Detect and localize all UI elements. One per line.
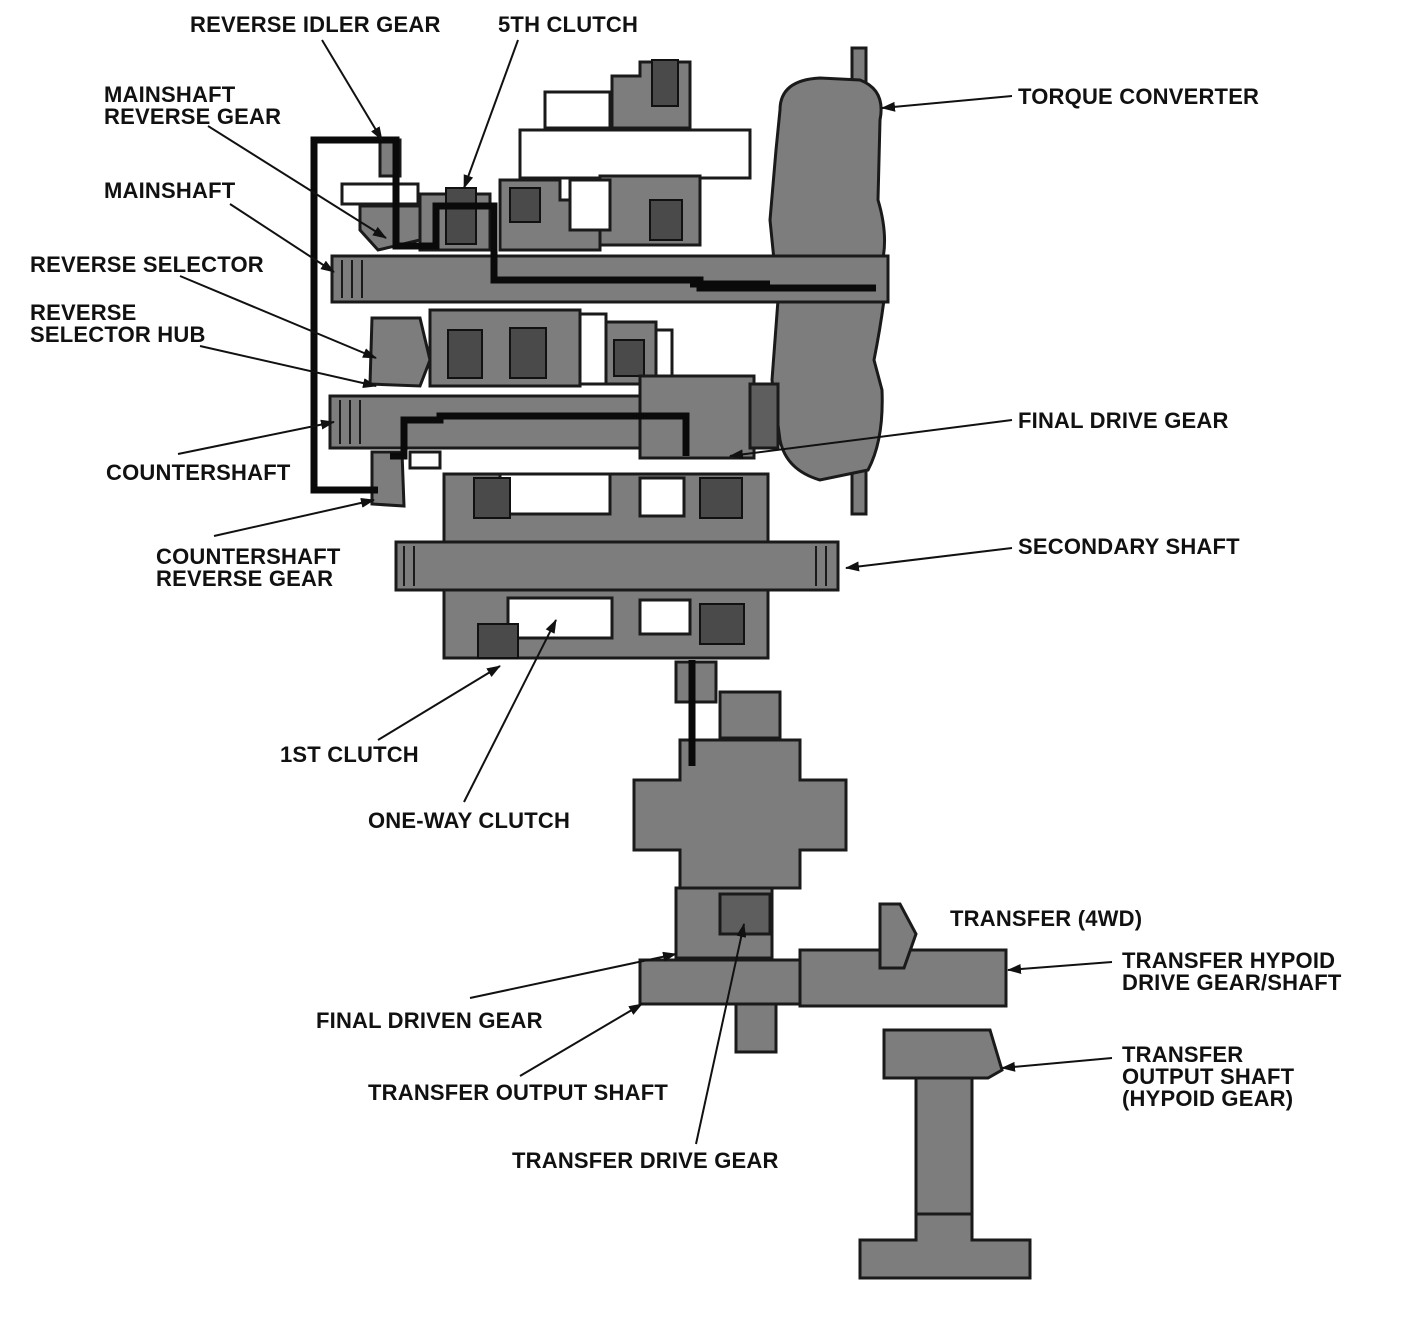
label-countershaft-reverse-gear-line2: REVERSE GEAR [156,566,333,591]
label-transfer-output-hypoid-line2: OUTPUT SHAFT [1122,1064,1295,1089]
differential-assembly [632,660,848,1054]
secondary-shaft-assembly [394,472,840,660]
label-torque-converter: TORQUE CONVERTER [1018,84,1259,109]
leader-first-clutch [377,665,501,741]
mainshaft-upper-gears [498,59,752,252]
label-first-clutch: 1ST CLUTCH [280,742,419,767]
power-flow-path [310,136,876,766]
leader-countershaft-reverse-gear [213,497,375,537]
label-reverse-selector-hub-line1: REVERSE [30,300,137,325]
leader-one-way-clutch [463,619,557,803]
leader-final-drive-gear [729,419,1013,460]
label-transfer-output-hypoid-line1: TRANSFER [1122,1042,1243,1067]
transmission-cross-section [310,46,1032,1280]
leader-countershaft [177,419,335,455]
label-one-way-clutch: ONE-WAY CLUTCH [368,808,570,833]
leader-reverse-selector-hub [199,345,377,388]
labels: REVERSE IDLER GEAR 5TH CLUTCH MAINSHAFT … [30,12,1342,1173]
reverse-idler-assembly [340,138,492,252]
label-transfer-hypoid-line2: DRIVE GEAR/SHAFT [1122,970,1342,995]
leader-fifth-clutch [463,39,519,189]
label-final-driven-gear: FINAL DRIVEN GEAR [316,1008,543,1033]
leader-final-driven-gear [469,951,677,999]
leader-transfer-output-shaft [519,1003,643,1077]
leader-reverse-selector [179,275,377,359]
label-countershaft: COUNTERSHAFT [106,460,291,485]
countershaft-body [328,374,780,508]
leader-reverse-idler-gear [321,39,383,141]
label-transfer-hypoid-line1: TRANSFER HYPOID [1122,948,1335,973]
transfer-unit [798,902,1032,1280]
label-mainshaft: MAINSHAFT [104,178,236,203]
leader-transfer-output-shaft-hypoid [1001,1057,1113,1072]
leader-lines [177,39,1113,1145]
label-secondary-shaft: SECONDARY SHAFT [1018,534,1240,559]
leader-mainshaft-reverse-gear [207,125,387,239]
label-mainshaft-reverse-gear-line1: MAINSHAFT [104,82,236,107]
label-reverse-idler-gear: REVERSE IDLER GEAR [190,12,441,37]
label-transfer-drive-gear: TRANSFER DRIVE GEAR [512,1148,779,1173]
middle-gear-set [368,308,674,388]
label-final-drive-gear: FINAL DRIVE GEAR [1018,408,1229,433]
label-transfer-output-hypoid-line3: (HYPOID GEAR) [1122,1086,1293,1111]
label-reverse-selector: REVERSE SELECTOR [30,252,264,277]
label-reverse-selector-hub-line2: SELECTOR HUB [30,322,206,347]
leader-torque-converter [881,95,1013,112]
leader-mainshaft [229,203,335,273]
label-countershaft-reverse-gear-line1: COUNTERSHAFT [156,544,341,569]
label-transfer-output-shaft: TRANSFER OUTPUT SHAFT [368,1080,668,1105]
label-transfer-4wd: TRANSFER (4WD) [950,906,1142,931]
label-fifth-clutch: 5TH CLUTCH [498,12,638,37]
label-mainshaft-reverse-gear-line2: REVERSE GEAR [104,104,281,129]
leader-secondary-shaft [845,547,1013,572]
leader-transfer-hypoid-drive-gear [1007,961,1113,974]
leader-transfer-drive-gear [695,923,747,1145]
